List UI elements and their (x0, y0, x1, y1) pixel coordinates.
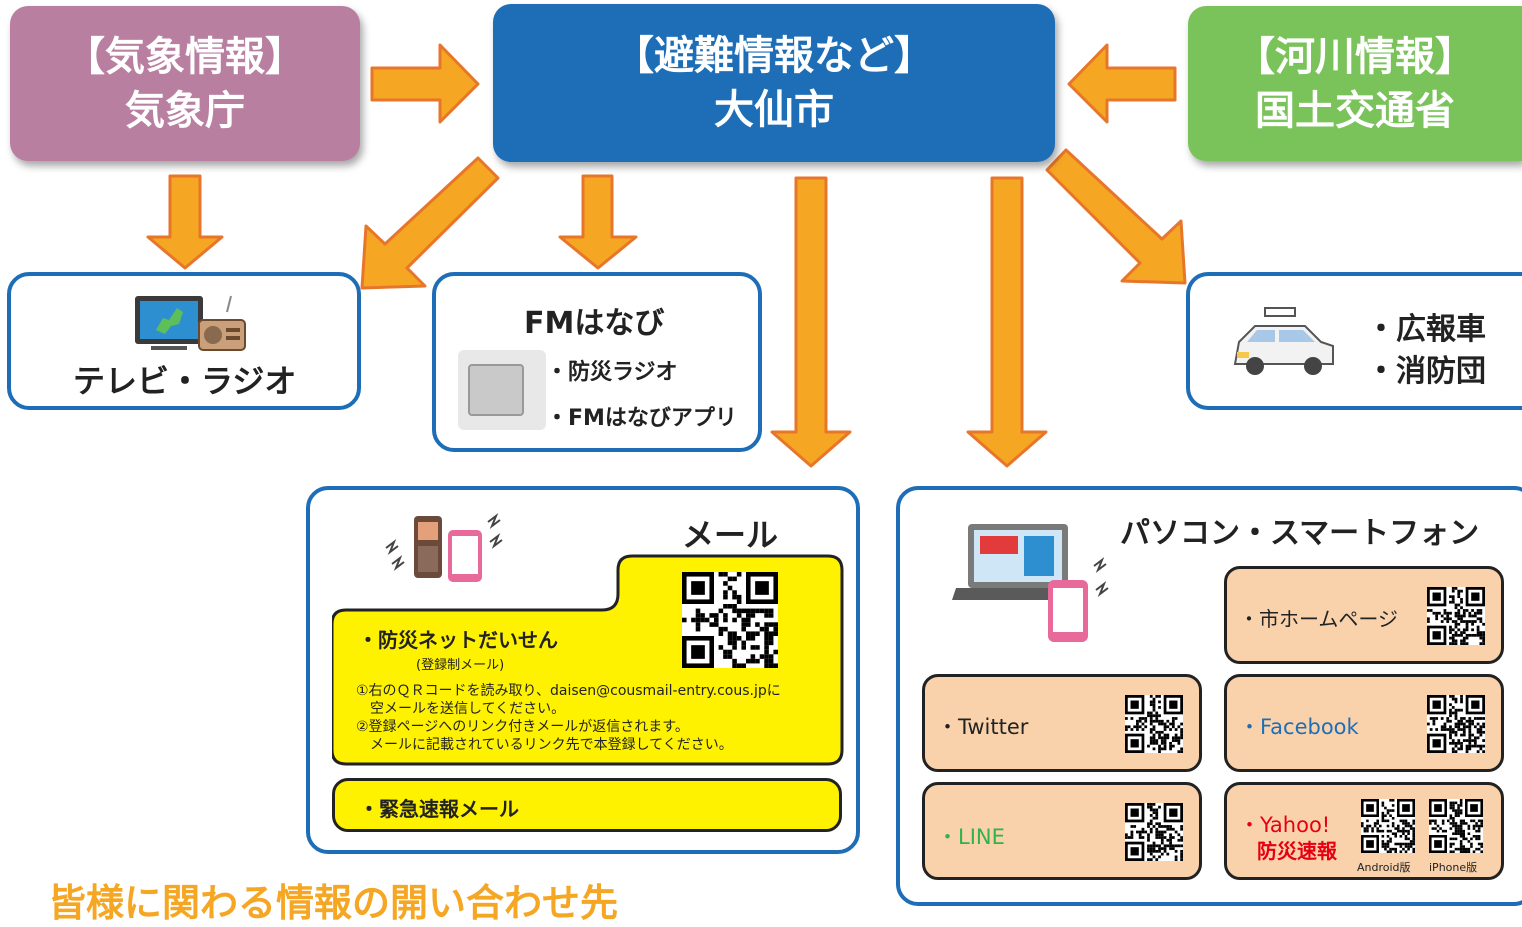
fm-item-radio: ・防災ラジオ (546, 360, 678, 385)
step-line-1: ①右のＱＲコードを読み取り、daisen@cousmail-entry.cous… (356, 683, 781, 699)
facebook-qr-code[interactable] (1427, 695, 1485, 753)
android-version-label: Android版 (1357, 861, 1411, 874)
weather-source-box: 【気象情報】 気象庁 (10, 6, 360, 161)
arrow-to-tv (146, 174, 224, 270)
car-card: ・広報車 ・消防団 (1186, 272, 1522, 410)
line-label: ・LINE (937, 825, 1005, 849)
river-source-line1: 【河川情報】 (1235, 33, 1475, 80)
line-box: ・LINE (922, 782, 1202, 880)
yahoo-android-qr-code[interactable] (1361, 799, 1415, 853)
line-qr-code[interactable] (1125, 803, 1183, 861)
disaster-radio-image (458, 350, 546, 430)
weather-source-line1: 【気象情報】 (65, 33, 305, 80)
fm-title: FMはなび (524, 306, 665, 341)
homepage-qr-code[interactable] (1427, 587, 1485, 645)
river-source-line2: 国土交通省 (1255, 87, 1455, 134)
city-source-line2: 大仙市 (714, 87, 834, 133)
phone-vibrate-icon (385, 513, 503, 582)
mail-title: メール (682, 516, 779, 554)
tv-radio-card: テレビ・ラジオ (7, 272, 361, 410)
homepage-label: ・市ホームページ (1239, 607, 1398, 631)
weather-source-line2: 気象庁 (125, 87, 245, 134)
arrow-city-to-car (1045, 148, 1187, 285)
pc-phone-icon (952, 524, 1109, 642)
arrow-city-to-tv (360, 156, 500, 290)
disaster-net-subtitle: (登録制メール) (416, 658, 505, 673)
twitter-box: ・Twitter (922, 674, 1202, 772)
mail-qr-code[interactable] (682, 572, 778, 668)
river-source-box: 【河川情報】 国土交通省 (1188, 6, 1522, 161)
arrows-layer (146, 43, 1187, 468)
pc-title: パソコン・スマートフォン (1120, 516, 1480, 551)
car-item-pr-car: ・広報車 (1366, 312, 1486, 347)
car-item-fire-brigade: ・消防団 (1366, 354, 1486, 389)
homepage-box: ・市ホームページ (1224, 566, 1504, 664)
tv-radio-icon (135, 295, 246, 351)
arrow-city-to-pc (966, 176, 1048, 468)
footer-partial-heading: 皆様に関わる情報の開い合わせ先 (48, 881, 619, 925)
arrow-city-to-fm (558, 174, 638, 270)
arrow-city-to-mail (770, 176, 852, 468)
yahoo-iphone-qr-code[interactable] (1429, 799, 1483, 853)
step-line-3: ②登録ページへのリンク付きメールが返信されます。 (356, 719, 689, 735)
step-line-4: メールに記載されているリンク先で本登録してください。 (356, 737, 733, 753)
fm-card: FMはなび ・防災ラジオ ・FMはなびアプリ (432, 272, 762, 452)
iphone-version-label: iPhone版 (1429, 861, 1478, 874)
twitter-qr-code[interactable] (1125, 695, 1183, 753)
city-source-box: 【避難情報など】 大仙市 (493, 4, 1055, 162)
pr-car-icon (1233, 307, 1334, 375)
arrow-weather-to-city (370, 43, 480, 124)
step-line-2: 空メールを送信してください。 (356, 701, 566, 717)
disaster-net-steps: ①右のＱＲコードを読み取り、daisen@cousmail-entry.cous… (356, 682, 781, 754)
twitter-label: ・Twitter (937, 715, 1029, 739)
pc-smartphone-card: パソコン・スマートフォン ・市ホームページ ・Twitter ・Facebook… (896, 486, 1522, 906)
yahoo-disaster-label: 防災速報 (1257, 839, 1337, 863)
disaster-net-title: ・防災ネットだいせん (358, 628, 558, 652)
mail-card: メール ・防災ネットだいせん (登録制メール) ①右のＱＲコードを読み取り、da… (306, 486, 860, 854)
tv-radio-label: テレビ・ラジオ (73, 362, 297, 400)
arrow-river-to-city (1067, 43, 1177, 124)
facebook-box: ・Facebook (1224, 674, 1504, 772)
yahoo-label: ・Yahoo! (1239, 813, 1331, 837)
yahoo-box: ・Yahoo! 防災速報 Android版 iPhone版 (1224, 782, 1504, 880)
city-source-line1: 【避難情報など】 (614, 33, 934, 79)
emergency-mail-box: ・緊急速報メール (332, 778, 842, 832)
facebook-label: ・Facebook (1239, 715, 1359, 739)
emergency-mail-label: ・緊急速報メール (359, 797, 519, 821)
fm-item-app: ・FMはなびアプリ (546, 406, 737, 431)
